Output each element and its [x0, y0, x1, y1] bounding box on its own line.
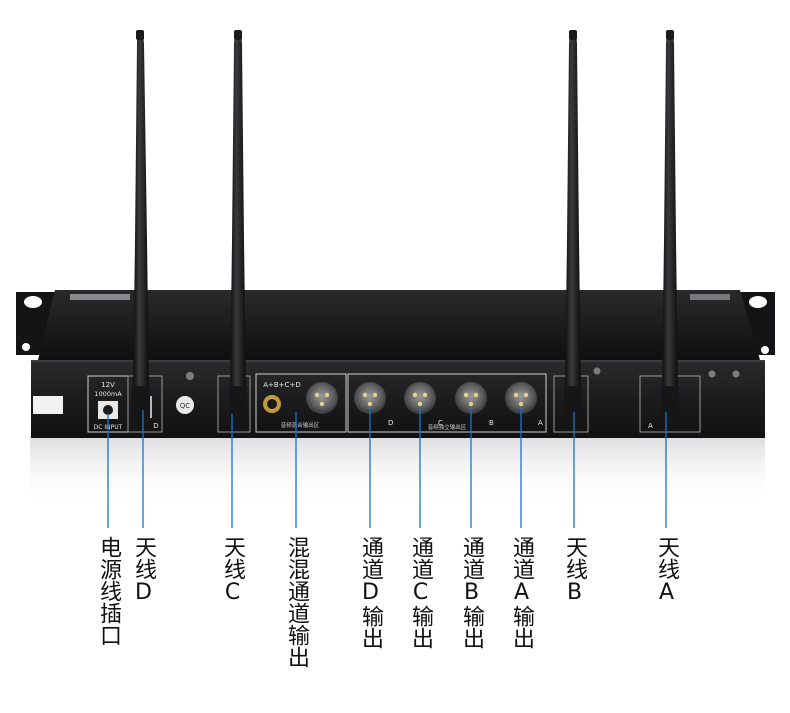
callout-antenna-b: 天线B — [562, 536, 587, 605]
xlr-pin — [468, 401, 474, 407]
top-label-strip — [70, 294, 130, 300]
qc-sticker-text: QC — [180, 402, 191, 410]
leader-lines — [107, 408, 667, 528]
callout-channel-c-output: 通道C输出 — [408, 536, 433, 649]
antenna-a-tip — [666, 30, 674, 40]
antenna-d-whip — [133, 32, 149, 398]
xlr-pin — [463, 392, 469, 398]
xlr-pin — [412, 392, 418, 398]
panel-screw — [593, 367, 601, 375]
antenna-a — [661, 30, 679, 430]
panel-screw — [732, 370, 740, 378]
antenna-b-whip — [565, 32, 581, 398]
top-label-strip-right — [690, 294, 730, 300]
floor-reflection — [30, 436, 765, 506]
channel-c-tag: C — [438, 419, 443, 427]
antenna-c-tip — [234, 30, 242, 40]
channel-b-tag: B — [489, 419, 494, 427]
antenna-a-whip — [662, 32, 678, 398]
xlr-pin — [523, 392, 529, 398]
channel-a-xlr — [505, 382, 537, 414]
channel-d-tag: D — [388, 419, 393, 427]
antenna-b-base — [564, 386, 582, 430]
callout-power: 电源线插口 — [96, 536, 121, 646]
antenna-d — [132, 30, 150, 430]
xlr-pin — [367, 401, 373, 407]
mix-output-caption: 音频混合输出区 — [281, 421, 320, 429]
antenna-c-base — [229, 386, 247, 430]
antenna-b — [564, 30, 582, 430]
panel-screw — [186, 372, 194, 380]
xlr-body — [404, 382, 436, 414]
power-volts-text: 12V — [101, 381, 115, 389]
power-current-text: 1000mA — [94, 390, 122, 398]
callout-channel-d-output: 通道D输出 — [358, 536, 383, 649]
callout-mix-output: 混混通道输出 — [284, 536, 309, 668]
callout-antenna-d: 天线D — [131, 536, 156, 605]
qc-sticker — [176, 396, 194, 414]
independent-output-frame — [347, 373, 547, 433]
callout-channel-b-output: 通道B输出 — [459, 536, 484, 649]
independent-output-caption: 音频独立输出区 — [428, 423, 467, 431]
callout-antenna-c: 天线C — [220, 536, 245, 605]
panel-screw — [708, 370, 716, 378]
callout-antenna-a: 天线A — [654, 536, 679, 605]
callout-channel-a-output: 通道A输出 — [509, 536, 534, 649]
xlr-pin — [473, 392, 479, 398]
antenna-a-tag: A — [648, 422, 653, 430]
xlr-pin — [518, 401, 524, 407]
rack-hole-left-small — [22, 343, 30, 351]
xlr-pin — [417, 401, 423, 407]
antenna-b-tip — [569, 30, 577, 40]
mix-label-text: A+B+C+D — [263, 381, 300, 389]
antenna-c-whip — [230, 32, 246, 398]
rear-panel — [31, 360, 765, 438]
antenna-d-tag: D — [153, 422, 158, 430]
xlr-pin — [324, 392, 330, 398]
antenna-c — [229, 30, 247, 430]
xlr-body — [455, 382, 487, 414]
xlr-pin — [422, 392, 428, 398]
antenna-d-base — [132, 386, 150, 430]
rack-hole-right-small — [761, 346, 769, 354]
mix-output-jack-hole — [267, 399, 277, 409]
xlr-body — [505, 382, 537, 414]
xlr-pin — [513, 392, 519, 398]
xlr-pin — [314, 392, 320, 398]
xlr-body — [354, 382, 386, 414]
xlr-pin — [362, 392, 368, 398]
rack-hole-left — [24, 296, 42, 308]
antenna-a-base — [661, 386, 679, 430]
rack-hole-right — [749, 296, 767, 308]
xlr-pin — [372, 392, 378, 398]
rear-panel-edge — [31, 360, 765, 362]
channel-a-tag: A — [538, 419, 543, 427]
mix-output-xlr — [306, 382, 338, 414]
antenna-d-tip — [136, 30, 144, 40]
channel-d-xlr — [354, 382, 386, 414]
mix-output-frame — [255, 373, 347, 433]
xlr-pin — [319, 401, 325, 407]
serial-label — [33, 396, 63, 414]
channel-c-xlr — [404, 382, 436, 414]
dc-jack — [103, 405, 113, 415]
channel-b-xlr — [455, 382, 487, 414]
